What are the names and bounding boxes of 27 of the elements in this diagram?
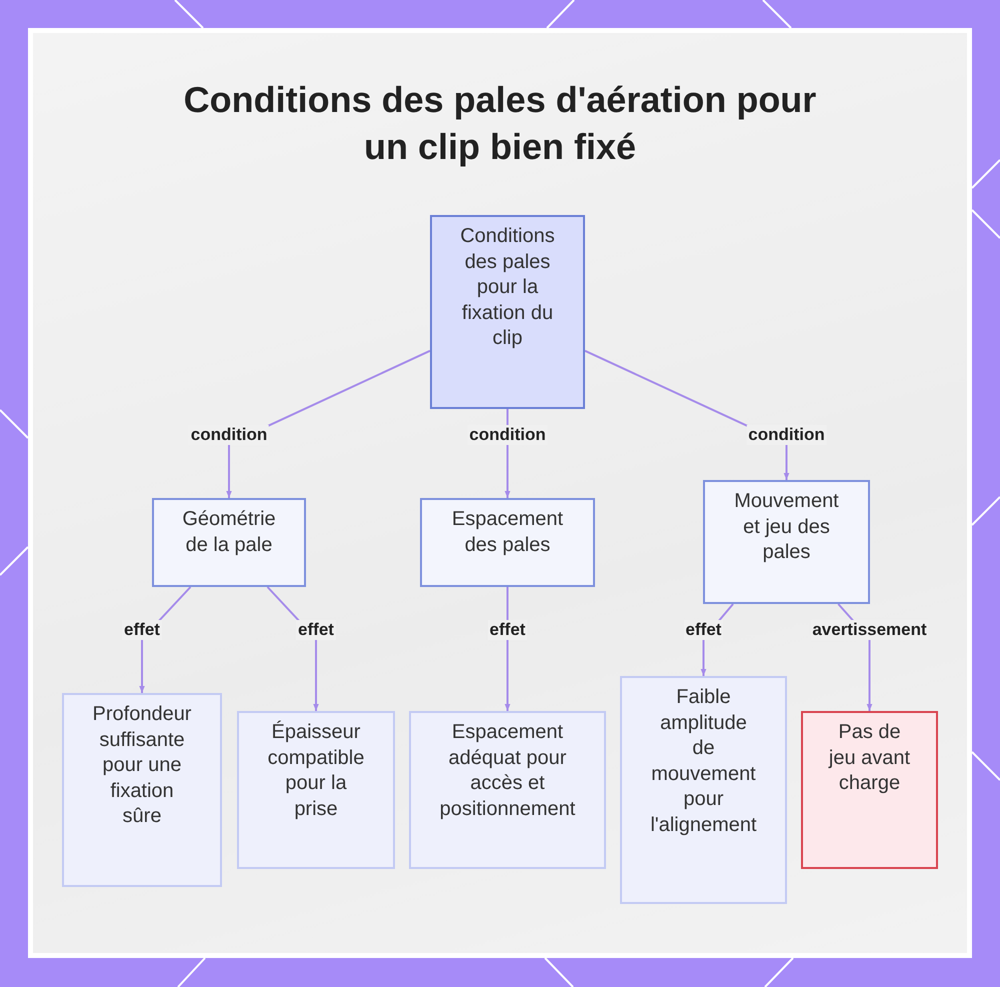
node-text: Mouvement et jeu des pales	[733, 489, 840, 565]
warning-box	[801, 711, 938, 869]
node-text: Conditions des pales pour la fixation du clip	[459, 224, 556, 351]
edge-label: effet	[122, 620, 162, 640]
node-text: Profondeur suffisante pour une fixation sûre	[92, 702, 192, 829]
node-text: Géométrie de la pale	[181, 507, 277, 558]
diagram-title: Conditions des pales d'aération pour un clip bien fixé	[182, 78, 818, 169]
edge-label: effet	[684, 620, 724, 640]
process-box	[420, 498, 595, 587]
edge-label: effet	[296, 620, 336, 640]
edge-label: condition	[467, 425, 548, 445]
node-text: Pas de jeu avant charge	[827, 720, 912, 796]
process-box	[703, 480, 870, 604]
node-text: Faible amplitude de mouvement pour l'alignement	[649, 685, 758, 838]
node-text: Espacement des pales	[450, 507, 564, 558]
effect-box	[62, 693, 222, 887]
effect-box	[620, 676, 787, 904]
edge-label: condition	[746, 425, 827, 445]
edge-label: condition	[188, 425, 270, 445]
edge-label: avertissement	[810, 620, 929, 640]
edge-label: effet	[488, 620, 528, 640]
concept-box	[430, 215, 585, 409]
effect-box	[409, 711, 606, 869]
node-text: Épaisseur compatible pour la prise	[266, 720, 366, 822]
effect-box	[237, 711, 395, 869]
process-box	[152, 498, 306, 587]
node-text: Espacement adéquat pour accès et positionnement	[438, 720, 576, 822]
